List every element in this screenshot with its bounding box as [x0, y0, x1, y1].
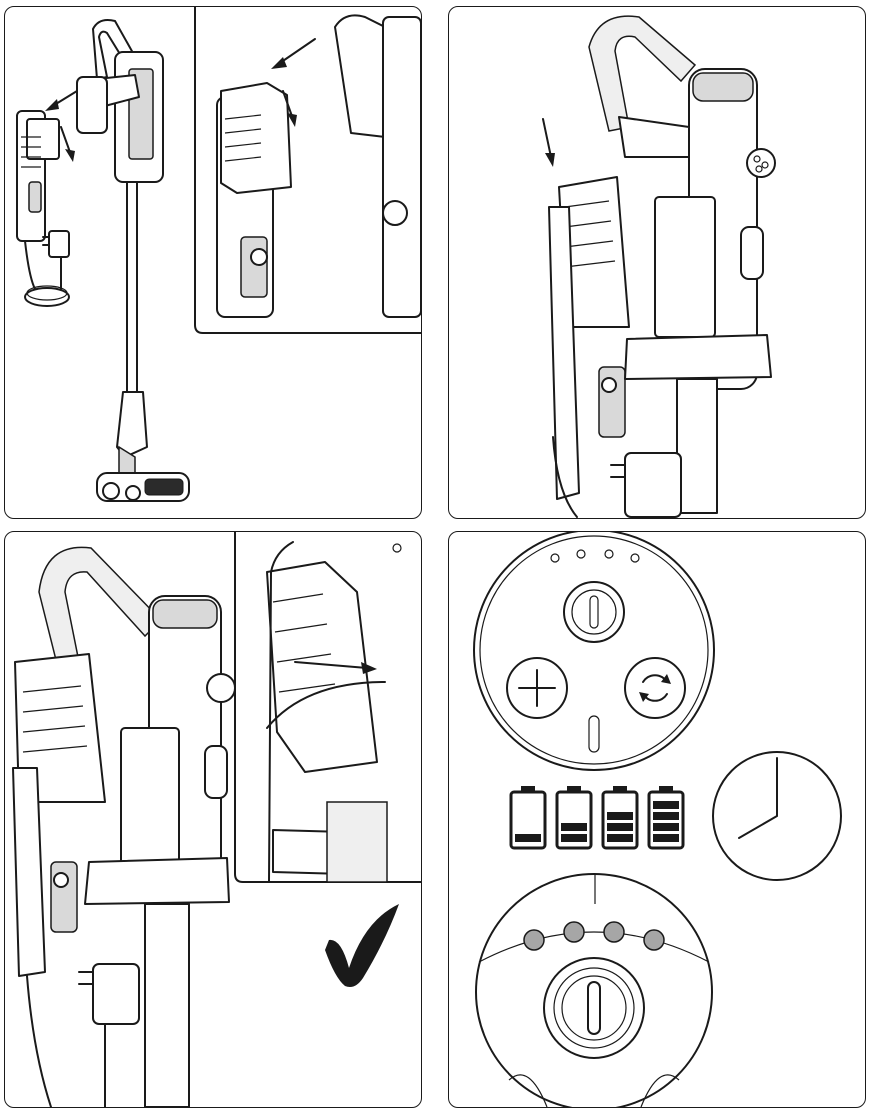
coiled-cable	[24, 287, 70, 307]
vacuum-battery	[120, 727, 180, 869]
vacuum-tube	[126, 181, 138, 393]
battery-segment	[561, 834, 587, 842]
panel-1-assembly	[4, 6, 422, 519]
battery-segment	[653, 812, 679, 820]
battery-icon	[647, 786, 685, 850]
vacuum-battery	[654, 196, 716, 338]
control-dial	[473, 532, 715, 771]
battery-segment	[561, 823, 587, 831]
panel-2-dock-attach	[448, 6, 866, 519]
battery-icon	[601, 786, 639, 850]
battery-icon	[509, 786, 547, 850]
dock-mount	[548, 206, 580, 500]
power-button-closeup	[475, 873, 713, 1107]
vacuum-handle	[588, 15, 697, 132]
battery-segment	[653, 801, 679, 809]
vacuum-handle	[92, 19, 134, 80]
battery-segment	[653, 834, 679, 842]
led-indicator	[550, 553, 560, 563]
battery-segment	[607, 812, 633, 820]
power-button-icon	[563, 581, 625, 643]
illustration-dock-attach	[542, 15, 776, 518]
battery-icon	[555, 786, 593, 850]
power-adapter	[624, 452, 682, 518]
battery-segment	[607, 823, 633, 831]
inset-frame	[234, 532, 421, 883]
vacuum-handle	[38, 546, 163, 665]
led-lit	[563, 921, 585, 943]
battery-segment	[653, 823, 679, 831]
power-adapter	[92, 963, 140, 1025]
illustration-control-panel	[473, 532, 842, 1107]
led-indicator	[604, 549, 614, 559]
led-indicator	[630, 553, 640, 563]
battery-segment	[607, 834, 633, 842]
led-lit	[603, 921, 625, 943]
illustration-vacuum-with-charger	[16, 7, 421, 502]
inset-frame	[194, 7, 421, 334]
led-lit	[523, 929, 545, 951]
inset-dock-detail	[266, 561, 378, 773]
illustration-cable-route	[12, 532, 421, 1107]
power-plug	[48, 230, 70, 258]
panel-3-cable-route	[4, 531, 422, 1108]
checkmark-icon	[325, 904, 399, 987]
led-indicator	[576, 549, 586, 559]
led-lit	[643, 929, 665, 951]
battery-levels	[509, 786, 685, 850]
plus-button-icon	[506, 657, 568, 719]
cycle-button-icon	[624, 657, 686, 719]
battery-segment	[515, 834, 541, 842]
inset-vacuum-part	[334, 14, 386, 138]
vacuum-tube	[676, 378, 718, 514]
clock-icon	[712, 751, 842, 881]
column-buttons	[746, 148, 776, 178]
panel-4-control-panel	[448, 531, 866, 1108]
vacuum-dust-bin	[76, 76, 108, 134]
vacuum-tube	[144, 903, 190, 1107]
